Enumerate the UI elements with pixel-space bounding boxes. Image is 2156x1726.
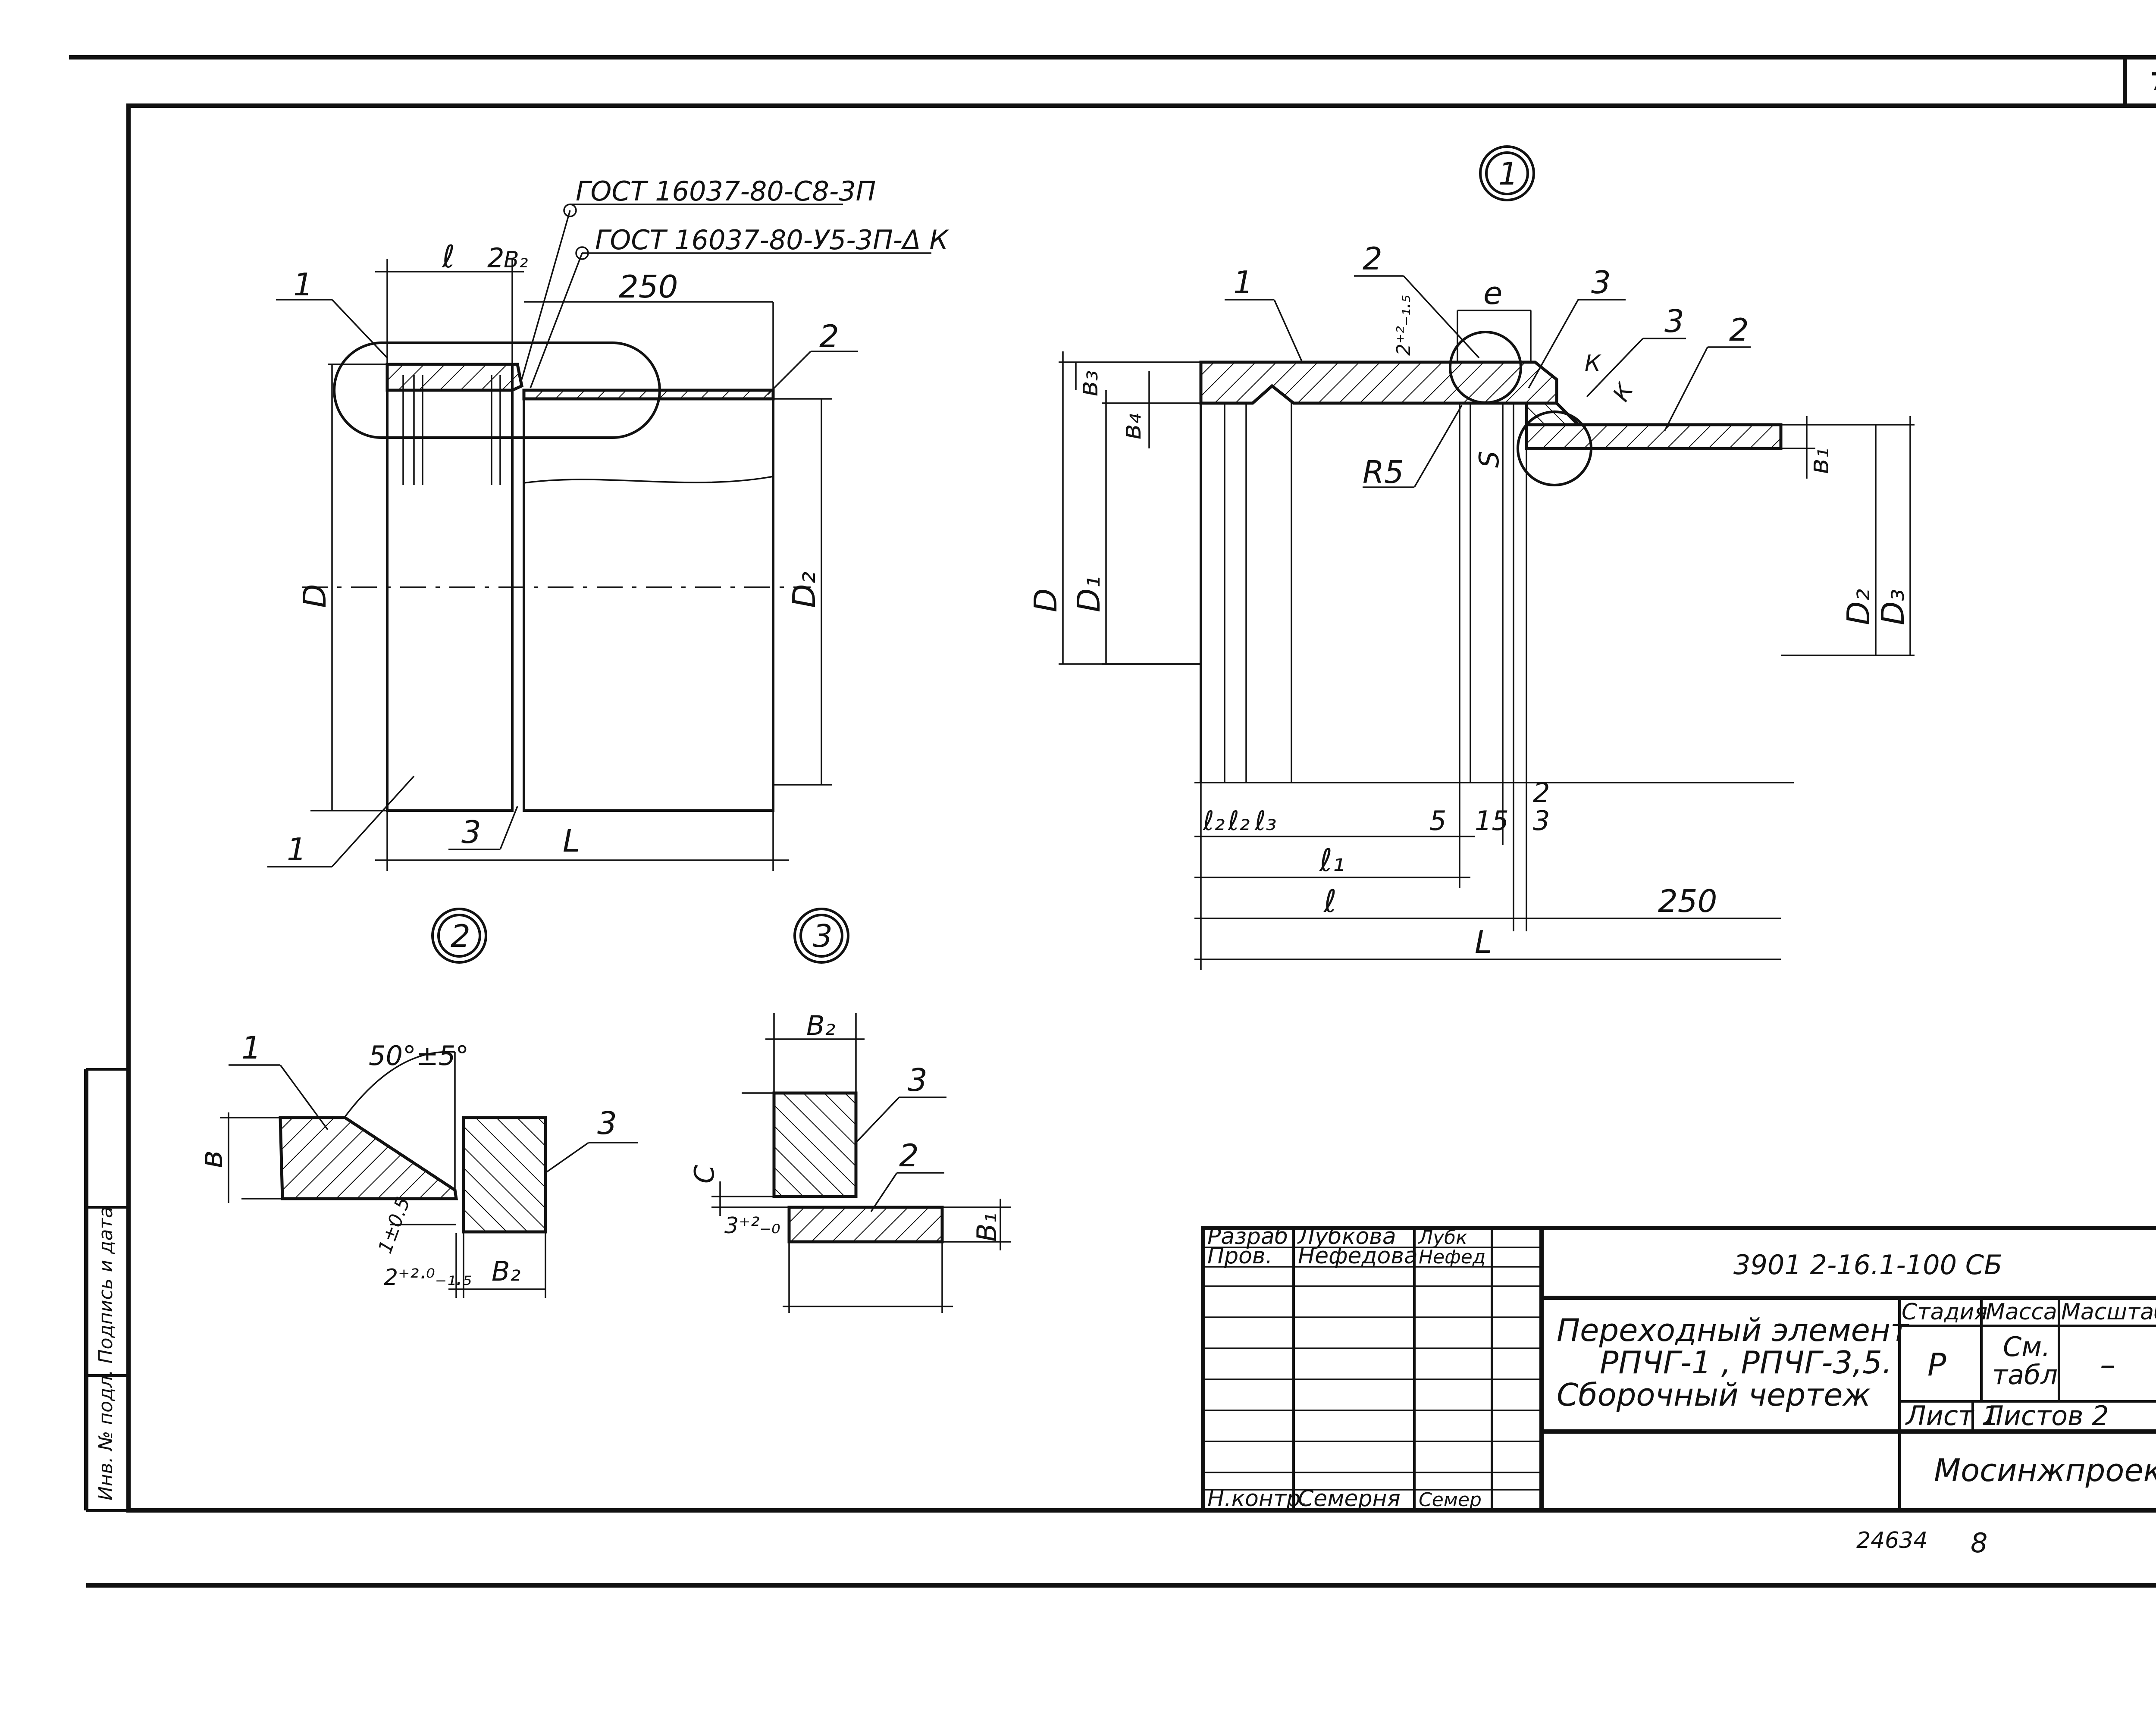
right-dim-2: 2 bbox=[1533, 777, 1550, 808]
right-dim-S: S bbox=[1473, 451, 1505, 468]
tb-sheet-label: Лист 1 bbox=[1905, 1400, 1999, 1432]
right-dim-D: D bbox=[1028, 589, 1064, 612]
right-pos2-right: 2 bbox=[1729, 312, 1749, 348]
detail3-dim-tol: 3⁺²₋₀ bbox=[724, 1213, 780, 1239]
right-dim-D2: D₂ bbox=[1840, 589, 1877, 625]
tb-scale: – bbox=[2100, 1347, 2115, 1383]
detail-3 bbox=[711, 908, 1011, 1313]
tb-mass-line1: См. bbox=[2003, 1331, 2050, 1363]
right-dim-3: 3 bbox=[1533, 805, 1550, 836]
tb-role-2: Пров. bbox=[1207, 1243, 1272, 1269]
right-dim-l3: ℓ₃ bbox=[1254, 805, 1276, 836]
tb-sign-2: Нефед bbox=[1419, 1246, 1485, 1268]
right-tol: 2⁺²₋₁.₅ bbox=[1393, 295, 1415, 356]
detail3-marker: 3 bbox=[813, 918, 833, 954]
right-dim-15: 15 bbox=[1475, 805, 1509, 836]
left-dim-l: ℓ bbox=[441, 238, 455, 275]
detail2-dim-b2: В₂ bbox=[492, 1256, 520, 1287]
tb-title-line2: РПЧГ-1 , РПЧГ-3,5. bbox=[1600, 1344, 1892, 1381]
right-dim-D3: D₃ bbox=[1875, 589, 1911, 625]
right-dim-l1: ℓ₁ bbox=[1319, 842, 1345, 878]
left-dim-2: 2 bbox=[487, 242, 504, 274]
left-dim-b2: В₂ bbox=[504, 247, 528, 273]
right-dim-e: е bbox=[1483, 275, 1502, 311]
left-dim-D: D bbox=[297, 584, 333, 608]
side-stamp: Инв. № подл. Подпись и дата bbox=[84, 1068, 128, 1512]
right-dim-K2: К bbox=[1608, 379, 1639, 406]
sheet-frame bbox=[69, 55, 2156, 1588]
tb-sign-9: Семер bbox=[1419, 1489, 1482, 1511]
detail3-dim-b2: В₂ bbox=[806, 1010, 835, 1041]
left-assembly-view bbox=[267, 204, 931, 871]
detail3-pos3: 3 bbox=[908, 1062, 928, 1098]
doc-number-bottom: 24634 bbox=[1856, 1528, 1927, 1554]
tb-name-2: Нефедова bbox=[1298, 1243, 1418, 1269]
tb-sign-1: Лубк bbox=[1418, 1227, 1467, 1249]
left-dim-D2: D₂ bbox=[786, 572, 822, 608]
detail2-dim-tol2: 2⁺²·⁰₋₁.₅ bbox=[384, 1265, 472, 1291]
tb-scale-label: Масштаб bbox=[2061, 1299, 2156, 1325]
right-dim-l2b: ℓ₂ bbox=[1228, 805, 1250, 836]
tb-designation: 3901 2-16.1-100 СБ bbox=[1733, 1249, 2002, 1281]
right-dim-R5: R5 bbox=[1363, 454, 1404, 490]
right-dim-L: L bbox=[1475, 924, 1492, 960]
right-dim-l2a: ℓ₂ bbox=[1203, 805, 1225, 836]
tb-mass-line2: табл bbox=[1992, 1359, 2058, 1391]
gost-weld2-label: ГОСТ 16037-80-У5-3П-Δ К bbox=[595, 224, 950, 256]
page-number-bottom: 8 bbox=[1971, 1527, 1987, 1559]
tb-role-9: Н.контр. bbox=[1207, 1486, 1308, 1512]
left-pos2: 2 bbox=[819, 318, 839, 354]
gost-weld1-label: ГОСТ 16037-80-С8-3П bbox=[576, 175, 876, 207]
right-dim-K1: К bbox=[1585, 351, 1601, 376]
right-section-view bbox=[1059, 145, 1915, 970]
detail3-dim-b1: В₁ bbox=[971, 1213, 1003, 1242]
tb-title-line3: Сборочный чертеж bbox=[1557, 1377, 1871, 1413]
title-block bbox=[1201, 1226, 2156, 1513]
detail-2 bbox=[220, 908, 638, 1298]
tb-role-1: Разраб bbox=[1207, 1224, 1288, 1250]
detail2-marker: 2 bbox=[451, 918, 470, 954]
left-pos1-bottom: 1 bbox=[287, 831, 307, 868]
tb-sheets-label: Листов 2 bbox=[1983, 1400, 2109, 1432]
right-pos1: 1 bbox=[1233, 264, 1253, 301]
detail2-pos3: 3 bbox=[597, 1105, 617, 1141]
detail2-pos1: 1 bbox=[241, 1030, 261, 1066]
right-dim-b3: в₃ bbox=[1072, 370, 1104, 397]
tb-stage: Р bbox=[1927, 1347, 1946, 1383]
tb-name-1: Лубкова bbox=[1297, 1224, 1396, 1250]
detail3-dim-c: С bbox=[689, 1165, 720, 1184]
right-pos3a: 3 bbox=[1591, 264, 1611, 301]
left-dim-L: L bbox=[563, 823, 580, 859]
right-dim-5: 5 bbox=[1429, 805, 1446, 836]
right-dim-b4: в₄ bbox=[1116, 413, 1147, 440]
tb-mass-label: Масса bbox=[1986, 1299, 2057, 1325]
left-pos1-top: 1 bbox=[293, 266, 313, 303]
detail2-angle: 50°±5° bbox=[369, 1040, 469, 1071]
tb-title-line1: Переходный элемент bbox=[1557, 1312, 1909, 1348]
tb-stage-label: Стадия bbox=[1902, 1299, 1988, 1325]
right-dim-l: ℓ bbox=[1323, 883, 1337, 919]
page-number: 7 bbox=[2150, 68, 2156, 96]
right-pos2-top: 2 bbox=[1363, 241, 1382, 277]
detail2-dim-b: в bbox=[193, 1150, 229, 1168]
tb-name-9: Семерня bbox=[1298, 1486, 1401, 1512]
side-stamp-text: Инв. № подл. Подпись и дата bbox=[95, 1206, 117, 1500]
left-dim-250: 250 bbox=[619, 269, 678, 305]
detail3-pos2: 2 bbox=[899, 1137, 919, 1174]
right-pos3b: 3 bbox=[1664, 303, 1684, 339]
right-detail1-marker: 1 bbox=[1498, 156, 1518, 192]
right-dim-b1: в₁ bbox=[1803, 448, 1835, 474]
right-dim-D1: D₁ bbox=[1071, 576, 1107, 612]
left-pos3: 3 bbox=[461, 814, 481, 850]
tb-organization: Мосинжпроект bbox=[1934, 1452, 2156, 1488]
right-dim-250: 250 bbox=[1658, 883, 1717, 919]
